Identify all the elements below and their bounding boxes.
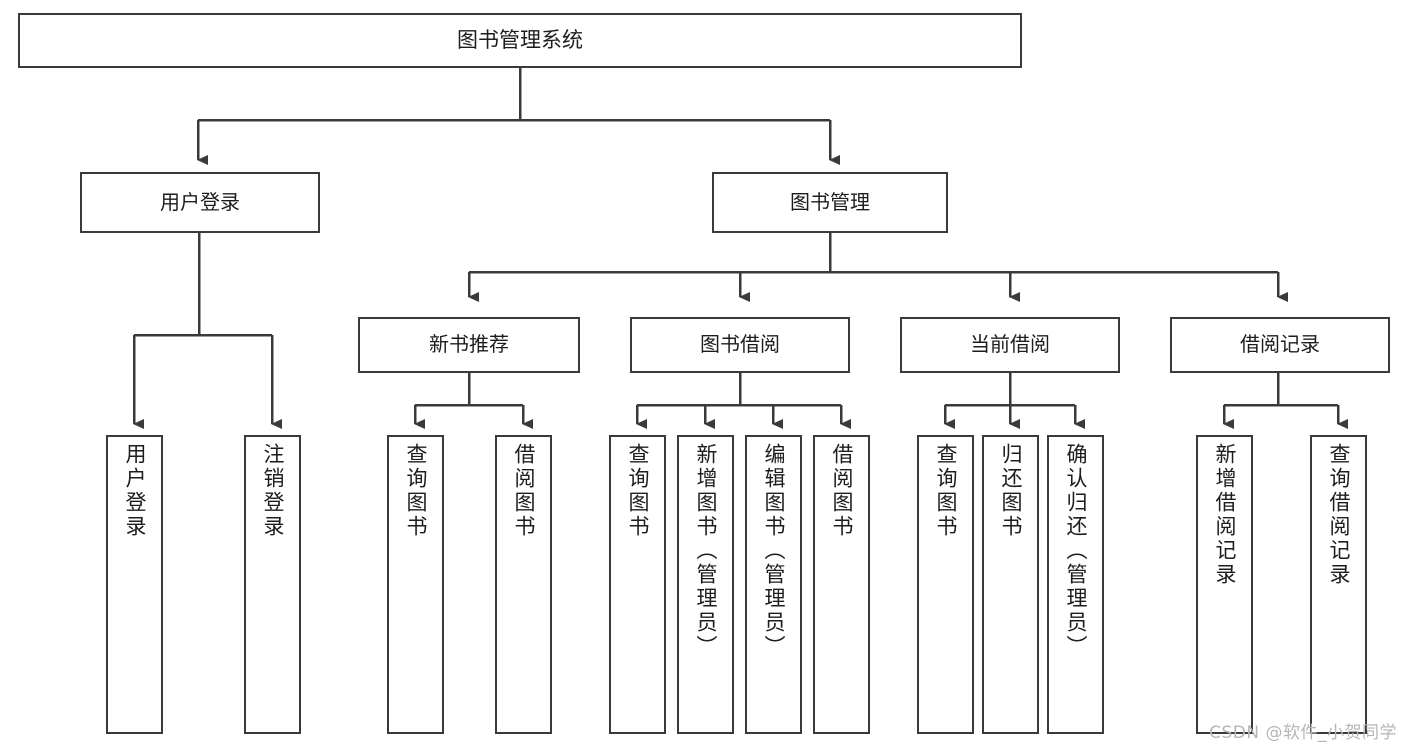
leaf-current-borrow-confirm[interactable]: 确认归还（管理员） [1047, 435, 1104, 734]
node-book-manage-label: 图书管理 [790, 189, 870, 214]
leaf-current-borrow-query[interactable]: 查询图书 [917, 435, 974, 734]
leaf-borrow-record-query[interactable]: 查询借阅记录 [1310, 435, 1367, 734]
leaf-book-borrow-borrow[interactable]: 借阅图书 [813, 435, 870, 734]
node-root-label: 图书管理系统 [457, 28, 583, 53]
leaf-current-borrow-return[interactable]: 归还图书 [982, 435, 1039, 734]
leaf-borrow-record-add-label: 新增借阅记录 [1213, 443, 1237, 587]
node-borrow-record[interactable]: 借阅记录 [1170, 317, 1390, 373]
node-book-borrow-label: 图书借阅 [700, 332, 780, 357]
csdn-watermark: CSDN @软件_小贺同学 [1209, 723, 1397, 743]
leaf-current-borrow-confirm-label: 确认归还（管理员） [1064, 443, 1088, 659]
node-root[interactable]: 图书管理系统 [18, 13, 1022, 68]
leaf-new-book-query[interactable]: 查询图书 [387, 435, 444, 734]
node-user-login-label: 用户登录 [160, 189, 240, 214]
leaf-book-borrow-edit[interactable]: 编辑图书（管理员） [745, 435, 802, 734]
leaf-borrow-record-query-label: 查询借阅记录 [1327, 443, 1351, 587]
node-book-manage[interactable]: 图书管理 [712, 172, 948, 233]
leaf-user-login-logout-label: 注销登录 [261, 443, 285, 539]
leaf-user-login-logout[interactable]: 注销登录 [244, 435, 301, 734]
leaf-book-borrow-add[interactable]: 新增图书（管理员） [677, 435, 734, 734]
leaf-book-borrow-query[interactable]: 查询图书 [609, 435, 666, 734]
node-current-borrow[interactable]: 当前借阅 [900, 317, 1120, 373]
leaf-book-borrow-add-label: 新增图书（管理员） [694, 443, 718, 659]
node-borrow-record-label: 借阅记录 [1240, 332, 1320, 357]
leaf-current-borrow-query-label: 查询图书 [934, 443, 958, 539]
leaf-book-borrow-edit-label: 编辑图书（管理员） [762, 443, 786, 659]
leaf-book-borrow-query-label: 查询图书 [626, 443, 650, 539]
node-new-book-recommend[interactable]: 新书推荐 [358, 317, 580, 373]
node-current-borrow-label: 当前借阅 [970, 332, 1050, 357]
leaf-new-book-query-label: 查询图书 [404, 443, 428, 539]
leaf-new-book-borrow-label: 借阅图书 [512, 443, 536, 539]
leaf-new-book-borrow[interactable]: 借阅图书 [495, 435, 552, 734]
leaf-book-borrow-borrow-label: 借阅图书 [830, 443, 854, 539]
leaf-current-borrow-return-label: 归还图书 [999, 443, 1023, 539]
node-new-book-recommend-label: 新书推荐 [429, 332, 509, 357]
node-user-login[interactable]: 用户登录 [80, 172, 320, 233]
leaf-borrow-record-add[interactable]: 新增借阅记录 [1196, 435, 1253, 734]
leaf-user-login-login[interactable]: 用户登录 [106, 435, 163, 734]
node-book-borrow[interactable]: 图书借阅 [630, 317, 850, 373]
leaf-user-login-login-label: 用户登录 [123, 443, 147, 539]
